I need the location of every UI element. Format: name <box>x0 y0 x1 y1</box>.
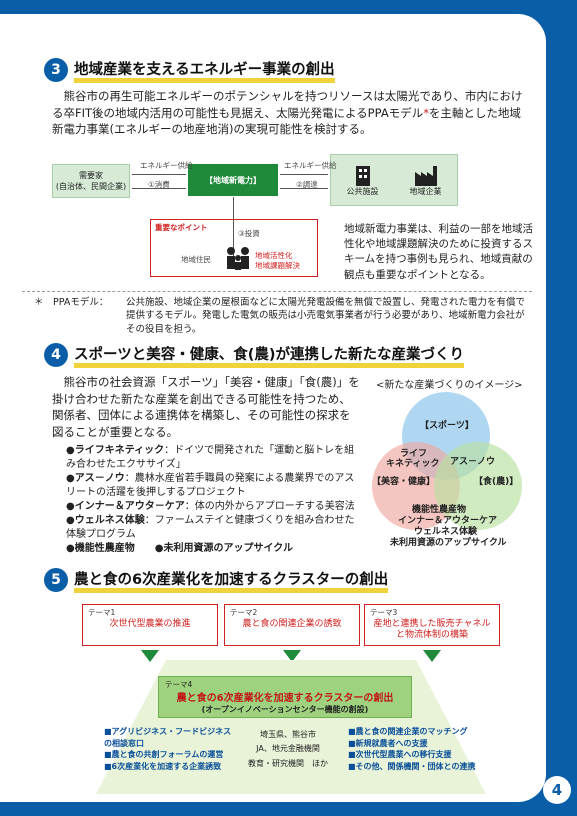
venn-label-c1: 機能性農産物 <box>412 505 467 515</box>
building-icon <box>355 165 370 186</box>
down-arrow-3 <box>423 650 441 662</box>
section-3-note: 地域新電力事業は、利益の一部を地域活性化や地域課題解決のために投資するスキームを… <box>344 223 533 281</box>
invest-label: ③投資 <box>238 229 260 238</box>
section-5-title: 農と食の6次産業化を加速するクラスターの創出 <box>74 568 389 593</box>
cluster-right-list: ■農と食の関連企業のマッチング ■新規就農者への支援 ■次世代型農業への移行支援… <box>348 727 476 771</box>
section-3-paragraph: 熊谷市の再生可能エネルギーのポテンシャルを持つリソースは太陽光であり、市内におけ… <box>52 89 523 137</box>
public-facility: 公共施設 <box>347 164 379 197</box>
demand-box: 需要家 (自治体、民間企業) <box>52 164 130 198</box>
down-arrow-1 <box>141 650 159 662</box>
theme-1-box: テーマ1 次世代型農業の推進 <box>82 604 218 646</box>
section-4-paragraph: 熊谷市の社会資源「スポーツ」「美容・健康」「食(農)」を掛け合わせた新たな産業を… <box>52 375 360 440</box>
ppa-asterisk: * <box>423 105 429 120</box>
bullet-3: ●インナー＆アウタ－ケア：体の内外からアプローチする美容法 <box>66 501 355 512</box>
venn-label-c2: インナー＆アウターケア <box>398 516 498 526</box>
section-4-title: スポーツと美容・健康、食(農)が連携した新たな産業づくり <box>74 343 464 368</box>
energy-supply-left-label: エネルギー供給 <box>140 161 193 170</box>
cluster-members: 埼玉県、熊谷市 JA、地元金融機関 教育・研究機関 ほか <box>248 730 328 768</box>
down-arrow-2 <box>283 650 301 662</box>
venn-title: <新たな産業づくりのイメージ> <box>376 380 523 391</box>
people-icon <box>227 247 249 270</box>
energy-supply-right-label: エネルギー供給 <box>284 161 337 170</box>
procure-label: ②調達 <box>296 180 318 189</box>
bullet-2: ●アス－ノウ：農林水産省若手職員の発案による農業界でのアスリートの活躍を後押しす… <box>66 473 355 498</box>
section-4-header: 4 スポーツと美容・健康、食(農)が連携した新たな産業づくり <box>44 343 464 368</box>
venn-label-sports: 【スポーツ】 <box>420 421 474 431</box>
venn-label-asu: アス－ノウ <box>450 457 496 467</box>
venn-food-circle <box>434 442 522 530</box>
section-4-number: 4 <box>44 343 68 367</box>
section-3-number: 3 <box>44 58 68 82</box>
arrow-procure <box>280 188 328 189</box>
supply-box: 公共施設 地域企業 <box>330 154 458 206</box>
key-point-box: 重要なポイント 地域住民 地域活性化 地域課題解決 <box>150 219 318 277</box>
venn-label-beauty: 【美容・健康】 <box>372 477 436 487</box>
venn-label-life1: ライフ <box>400 449 428 459</box>
regional-power-box: 【地域新電力】 <box>188 164 278 196</box>
bullet-1: ●ライフキネティック：ドイツで開発された「運動と脳トレを組み合わせたエクササイズ… <box>66 445 355 470</box>
residents-label: 地域住民 <box>181 255 211 264</box>
invest-line <box>233 197 234 257</box>
benefit-1-label: 地域活性化 <box>255 251 293 260</box>
page-number: 4 <box>543 776 571 804</box>
cluster-background <box>96 660 486 794</box>
section-5-number: 5 <box>44 568 68 592</box>
bullet-4: ●ウェルネス体験：ファームステイと健康づくりを組み合わせた体験プログラム <box>66 515 355 540</box>
section-5-header: 5 農と食の6次産業化を加速するクラスターの創出 <box>44 568 389 593</box>
venn-label-c4: 未利用資源のアップサイクル <box>390 538 507 548</box>
arrow-supply-left <box>132 174 186 175</box>
arrow-supply-right <box>280 174 328 175</box>
section-3-title: 地域産業を支えるエネルギー事業の創出 <box>74 58 335 83</box>
benefit-2-label: 地域課題解決 <box>255 261 300 270</box>
cluster-left-list: ■アグリビジネス・フードビジネスの相談窓口 ■農と食の共創フォーラムの運営 ■6… <box>104 727 232 771</box>
factory-icon <box>414 165 437 186</box>
venn-label-life2: キネティック <box>386 459 440 469</box>
bullet-5: ●機能性農産物 ●未利用資源のアップサイクル <box>66 543 293 554</box>
arrow-consume <box>132 188 186 189</box>
ppa-footnote: ＊ PPAモデル： 公共施設、地域企業の屋根面などに太陽光発電設備を無償で設置し… <box>22 291 532 336</box>
key-point-label: 重要なポイント <box>155 223 208 232</box>
theme-2-box: テーマ2 農と食の関連企業の誘致 <box>224 604 360 646</box>
consume-label: ①消費 <box>148 180 170 189</box>
section-3-header: 3 地域産業を支えるエネルギー事業の創出 <box>44 58 335 83</box>
local-company: 地域企業 <box>410 164 442 197</box>
content-sheet: 3 地域産業を支えるエネルギー事業の創出 熊谷市の再生可能エネルギーのポテンシャ… <box>0 14 546 802</box>
venn-label-c3: ウェルネス体験 <box>414 527 478 537</box>
theme-4-box: テーマ4 農と食の6次産業化を加速するクラスターの創出 (オープンイノベーション… <box>158 676 412 718</box>
venn-label-food: 【食(農)】 <box>474 477 519 487</box>
theme-3-box: テーマ3 産地と連携した販売チャネルと物流体制の構築 <box>364 604 500 646</box>
